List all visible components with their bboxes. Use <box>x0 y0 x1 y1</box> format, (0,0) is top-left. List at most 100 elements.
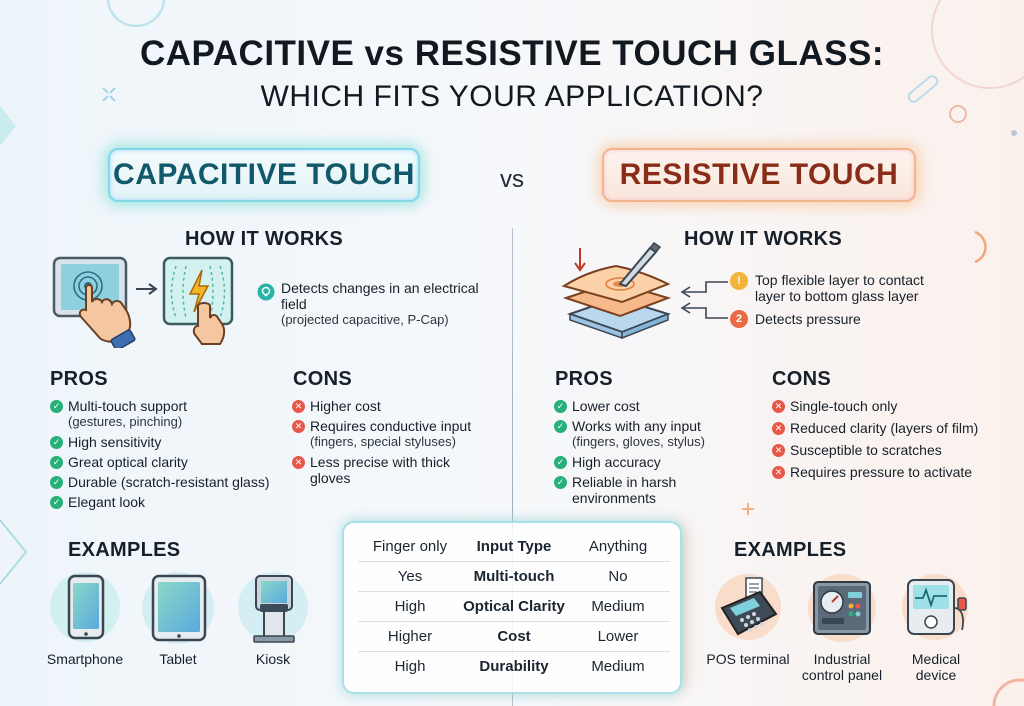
resistive-banner: RESISTIVE TOUCH <box>602 148 916 202</box>
resistive-pros-list: ✓Lower cost ✓Works with any input(finger… <box>554 398 754 510</box>
x-icon: ✕ <box>772 466 785 479</box>
decor-circle-bottom-right <box>992 678 1024 706</box>
control-panel-icon <box>813 581 871 635</box>
layered-screen-stylus-icon <box>561 242 672 340</box>
x-icon: ✕ <box>292 456 305 469</box>
list-item: ✓Elegant look <box>50 494 280 510</box>
list-item: ✓Reliable in harsh environments <box>554 474 704 506</box>
resistive-cons-list: ✕Single-touch only ✕Reduced clarity (lay… <box>772 398 1012 484</box>
list-item: ✕Single-touch only <box>772 398 1012 414</box>
page-title: CAPACITIVE vs RESISTIVE TOUCH GLASS: <box>139 34 885 73</box>
capacitive-value: Yes <box>397 568 423 585</box>
capacitive-value: Higher <box>387 628 433 645</box>
list-item: ✓High sensitivity <box>50 434 280 450</box>
check-icon: ✓ <box>554 420 567 433</box>
list-item: ✕Reduced clarity (layers of film) <box>772 420 1012 436</box>
list-item: ✕Higher cost <box>292 398 502 414</box>
list-item: ✓Durable (scratch-resistant glass) <box>50 474 280 490</box>
list-item: ✓High accuracy <box>554 454 754 470</box>
tablet-icon <box>151 574 207 642</box>
check-icon: ✓ <box>50 436 63 449</box>
list-item: ✕Less precise with thick gloves <box>292 454 467 486</box>
criterion-label: Multi-touch <box>473 568 555 585</box>
example-pos-label: POS terminal <box>706 651 790 667</box>
resistive-how-heading: HOW IT WORKS <box>684 228 843 250</box>
resistive-cons-heading: CONS <box>772 368 831 390</box>
list-item: ✓Works with any input(fingers, gloves, s… <box>554 418 754 450</box>
pos-terminal-icon <box>720 577 778 636</box>
x-icon: ✕ <box>292 400 305 413</box>
list-item: ✓Lower cost <box>554 398 754 414</box>
page-subtitle: WHICH FITS YOUR APPLICATION? <box>260 80 764 113</box>
check-icon: ✓ <box>554 400 567 413</box>
resistive-how-step2: Detects pressure <box>755 311 861 327</box>
table-row: Higher Cost Lower <box>358 621 670 651</box>
capacitive-banner: CAPACITIVE TOUCH <box>108 148 420 202</box>
capacitive-cons-heading: CONS <box>293 368 352 390</box>
list-item: ✓Great optical clarity <box>50 454 280 470</box>
table-row: Finger only Input Type Anything <box>358 531 670 561</box>
x-icon: ✕ <box>292 420 305 433</box>
resistive-value: Medium <box>591 658 645 675</box>
check-icon: ✓ <box>554 476 567 489</box>
check-icon: ✓ <box>50 456 63 469</box>
capacitive-value: Finger only <box>372 537 448 555</box>
table-row: High Durability Medium <box>358 651 670 681</box>
table-row: High Optical Clarity Medium <box>358 591 670 621</box>
tablet-touch-icon <box>52 256 136 348</box>
capacitive-how-sub: (projected capacitive, P-Cap) <box>281 312 449 327</box>
resistive-examples-heading: EXAMPLES <box>734 539 847 561</box>
resistive-how-step1: Top flexible layer to contact layer to b… <box>755 272 924 304</box>
check-icon: ✓ <box>554 456 567 469</box>
resistive-value: Medium <box>591 598 645 615</box>
step-2-badge: 2 <box>730 310 748 328</box>
resistive-pros-heading: PROS <box>555 368 613 390</box>
vs-label: vs <box>500 166 524 193</box>
kiosk-icon <box>253 575 295 643</box>
arrow-right-icon <box>136 283 158 295</box>
x-icon: ✕ <box>772 422 785 435</box>
resistive-value: Lower <box>597 628 639 645</box>
capacitive-value: High <box>394 658 426 675</box>
resistive-value: Anything <box>588 537 648 555</box>
example-smartphone-label: Smartphone <box>46 651 124 667</box>
decor-arc-right <box>974 230 987 264</box>
capacitive-how-description: Detects changes in an electrical field (… <box>281 280 481 328</box>
x-icon: ✕ <box>772 400 785 413</box>
capacitive-how-text: Detects changes in an electrical field <box>281 280 479 312</box>
center-divider <box>512 228 513 706</box>
list-item: ✕Requires pressure to activate <box>772 464 1012 480</box>
example-control-panel-label: Industrial control panel <box>801 651 883 683</box>
capacitive-examples-heading: EXAMPLES <box>68 539 181 561</box>
check-icon: ✓ <box>50 496 63 509</box>
decor-chevron-left <box>0 519 28 585</box>
list-item: ✓Multi-touch support(gestures, pinching) <box>50 398 280 430</box>
list-item: ✕Requires conductive input(fingers, spec… <box>292 418 502 450</box>
resistive-value: No <box>608 568 628 585</box>
electric-field-icon <box>162 256 234 345</box>
check-icon: ✓ <box>50 400 63 413</box>
capacitive-pros-heading: PROS <box>50 368 108 390</box>
table-row: Yes Multi-touch No <box>358 561 670 591</box>
example-medical-label: Medical device <box>911 651 961 683</box>
check-icon: ✓ <box>50 476 63 489</box>
capacitive-how-heading: HOW IT WORKS <box>185 228 344 250</box>
criterion-label: Input Type <box>476 537 552 555</box>
capacitive-pros-list: ✓Multi-touch support(gestures, pinching)… <box>50 398 280 514</box>
decor-circle-top <box>106 0 166 28</box>
example-kiosk-label: Kiosk <box>255 651 291 667</box>
capacitive-value: High <box>394 598 426 615</box>
medical-device-icon <box>907 579 967 635</box>
criterion-label: Cost <box>497 628 531 645</box>
smartphone-icon <box>67 574 105 640</box>
decor-dot <box>1011 130 1017 136</box>
criterion-label: Durability <box>479 658 549 675</box>
step-1-badge: ! <box>730 272 748 290</box>
list-item: ✕Susceptible to scratches <box>772 442 1012 458</box>
example-tablet-label: Tablet <box>159 651 197 667</box>
connector-arrows <box>680 281 728 319</box>
x-icon: ✕ <box>772 444 785 457</box>
bulb-badge-icon <box>257 283 275 301</box>
comparison-table: Finger only Input Type Anything Yes Mult… <box>342 521 682 694</box>
criterion-label: Optical Clarity <box>463 598 565 615</box>
